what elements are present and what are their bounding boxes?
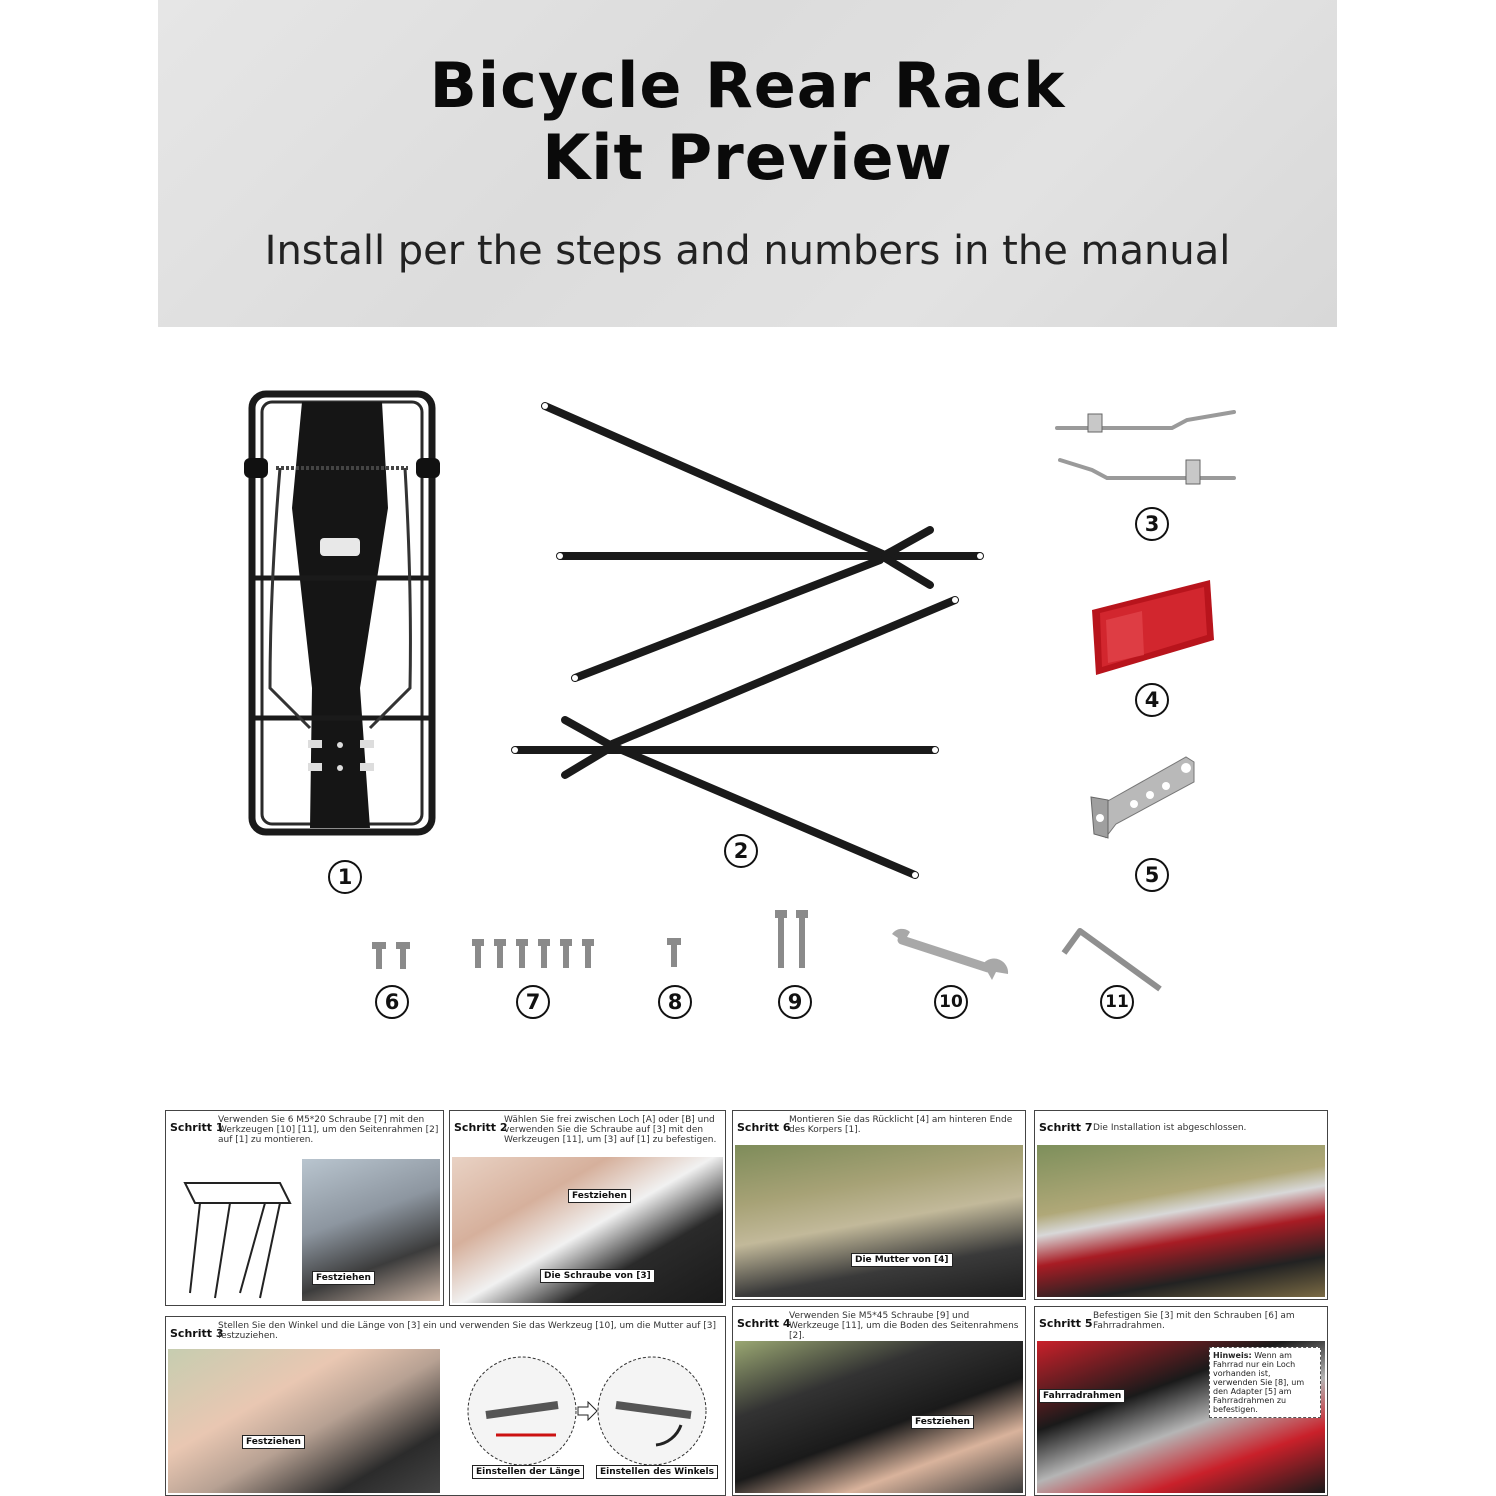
reflector-image (1092, 580, 1214, 675)
step-3-label-2: Einstellen der Länge (472, 1465, 585, 1479)
step-7-text: Die Installation ist abgeschlossen. (1093, 1123, 1247, 1133)
step-2-panel: Schritt 2 Wählen Sie frei zwischen Loch … (449, 1110, 726, 1306)
step-3-label-1: Festziehen (242, 1435, 305, 1449)
step-3-photo (168, 1349, 440, 1493)
rack-body-image (244, 390, 440, 836)
step-5-label: Fahrradrahmen (1039, 1389, 1126, 1403)
adapter-screw-image (667, 938, 681, 967)
step-1-text: Verwenden Sie 6 M5*20 Schraube [7] mit d… (218, 1115, 439, 1145)
step-4-panel: Schritt 4 Verwenden Sie M5*45 Schraube [… (732, 1306, 1026, 1496)
step-5-text: Befestigen Sie [3] mit den Schrauben [6]… (1093, 1311, 1295, 1331)
step-3-title: Schritt 3 (170, 1327, 224, 1340)
step-7-panel: Schritt 7 Die Installation ist abgeschlo… (1034, 1110, 1328, 1300)
part-number-2: 2 (724, 834, 758, 868)
part-number-7: 7 (516, 985, 550, 1019)
step-7-title: Schritt 7 (1039, 1121, 1093, 1134)
side-frames-image (511, 402, 984, 879)
step-3-label-3: Einstellen des Winkels (596, 1465, 718, 1479)
adapter-bracket-image (1090, 756, 1195, 839)
title-line-1: Bicycle Rear Rack (429, 49, 1066, 122)
step-6-title: Schritt 6 (737, 1121, 791, 1134)
step-6-photo (735, 1145, 1023, 1297)
step-5-hint: Hinweis: Wenn am Fahrrad nur ein Loch vo… (1209, 1347, 1321, 1418)
part-number-10: 10 (934, 985, 968, 1019)
step-6-text: Montieren Sie das Rücklicht [4] am hinte… (789, 1115, 1013, 1135)
step-7-photo (1037, 1145, 1325, 1297)
step-5-hint-text: Wenn am Fahrrad nur ein Loch vorhanden i… (1213, 1351, 1305, 1414)
step-3-panel: Schritt 3 Stellen Sie den Winkel und die… (165, 1316, 726, 1496)
screws-m5x20-short-image (372, 942, 410, 969)
arrow-right-icon (577, 1401, 598, 1421)
part-number-9: 9 (778, 985, 812, 1019)
step-4-photo (735, 1341, 1023, 1493)
screws-m5x45-image (775, 910, 808, 968)
part-number-8: 8 (658, 985, 692, 1019)
step-5-hint-heading: Hinweis: (1213, 1351, 1252, 1360)
adjuster-arms-image (1055, 410, 1236, 485)
step-6-label: Die Mutter von [4] (851, 1253, 953, 1267)
step-2-label-2: Die Schraube von [3] (540, 1269, 655, 1283)
step-1-rack-diagram (183, 1182, 292, 1299)
step-4-title: Schritt 4 (737, 1317, 791, 1330)
step-1-title: Schritt 1 (170, 1121, 224, 1134)
step-4-label: Festziehen (911, 1415, 974, 1429)
step-6-panel: Schritt 6 Montieren Sie das Rücklicht [4… (732, 1110, 1026, 1300)
part-number-11: 11 (1100, 985, 1134, 1019)
step-2-label-1: Festziehen (568, 1189, 631, 1203)
wrench-icon (892, 928, 1009, 980)
title-line-2: Kit Preview (542, 121, 953, 194)
screws-m5x20-image (472, 939, 594, 968)
subtitle: Install per the steps and numbers in the… (264, 228, 1231, 274)
step-5-title: Schritt 5 (1039, 1317, 1093, 1330)
part-number-6: 6 (375, 985, 409, 1019)
step-2-text: Wählen Sie frei zwischen Loch [A] oder [… (504, 1115, 717, 1145)
part-number-4: 4 (1135, 683, 1169, 717)
step-1-panel: Schritt 1 Verwenden Sie 6 M5*20 Schraube… (165, 1110, 444, 1306)
step-3-angle-diagram (597, 1356, 707, 1466)
part-number-3: 3 (1135, 507, 1169, 541)
header-banner: Bicycle Rear Rack Kit Preview Install pe… (158, 0, 1337, 327)
step-2-title: Schritt 2 (454, 1121, 508, 1134)
step-3-length-diagram (467, 1356, 577, 1466)
allen-key-icon (1061, 928, 1162, 992)
part-number-1: 1 (328, 860, 362, 894)
step-3-text: Stellen Sie den Winkel und die Länge von… (218, 1321, 717, 1341)
step-5-panel: Schritt 5 Befestigen Sie [3] mit den Sch… (1034, 1306, 1328, 1496)
part-number-5: 5 (1135, 858, 1169, 892)
step-4-text: Verwenden Sie M5*45 Schraube [9] und Wer… (789, 1311, 1019, 1341)
step-1-label: Festziehen (312, 1271, 375, 1285)
